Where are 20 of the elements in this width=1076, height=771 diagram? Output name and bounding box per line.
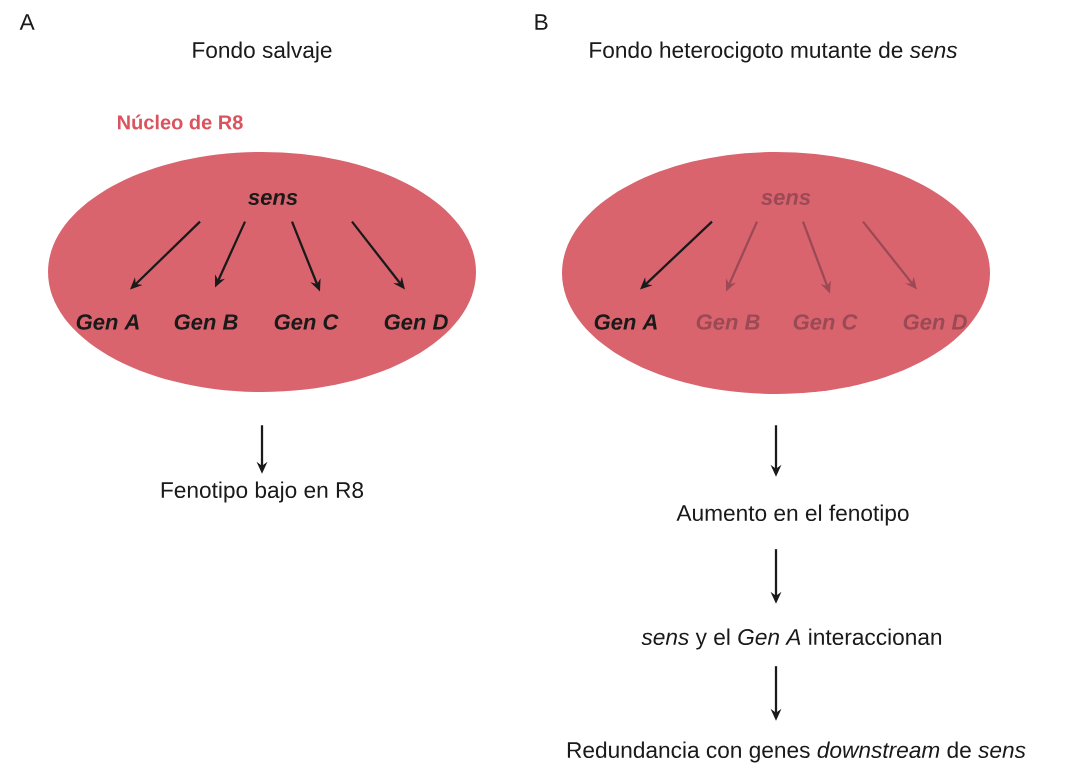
outcome-text: Aumento en el fenotipo: [676, 504, 909, 526]
gene-label: Gen A: [76, 314, 139, 330]
gene-label: Gen D: [384, 314, 448, 330]
gene-label: Gen C: [793, 314, 858, 330]
outcome-text: Redundancia con genes downstream de sens: [567, 741, 1026, 763]
gene-label: Gen C: [274, 314, 339, 330]
gene-label: Gen D: [903, 314, 967, 330]
panel-title: Fondo salvaje: [193, 41, 332, 63]
gene-label: sens: [248, 192, 298, 205]
panel-letter: B: [535, 14, 548, 30]
outcome-text: sens y el Gen A interaccionan: [641, 628, 942, 650]
panel-title: Fondo heterocigoto mutante de sens: [590, 41, 958, 63]
nucleus-heading: Núcleo de R8: [118, 114, 243, 130]
gene-label: Gen B: [696, 314, 760, 330]
gene-label: sens: [761, 192, 811, 205]
gene-label: Gen B: [174, 314, 238, 330]
panel-letter: A: [19, 14, 35, 30]
gene-label: Gen A: [594, 314, 657, 330]
outcome-text: Fenotipo bajo en R8: [161, 481, 364, 503]
nucleus-ellipse: [562, 152, 990, 394]
